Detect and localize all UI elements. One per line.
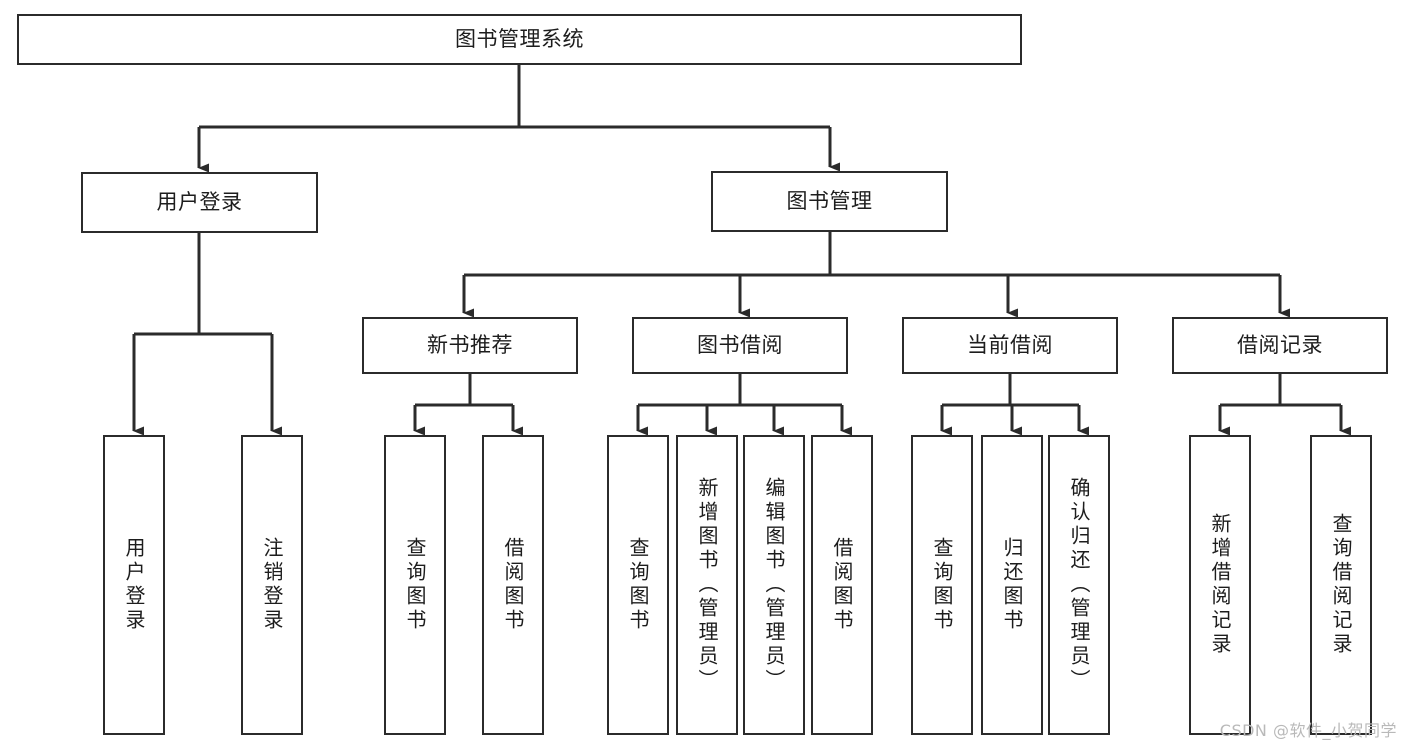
- node-leaf-query-book-2-label: 查询图书: [626, 537, 650, 633]
- node-borrow-record-label: 借阅记录: [1237, 333, 1323, 358]
- node-leaf-query-book-3-label: 查询图书: [930, 537, 954, 633]
- node-leaf-logout[interactable]: 注销登录: [241, 435, 303, 735]
- node-root[interactable]: 图书管理系统: [17, 14, 1022, 65]
- node-leaf-add-record[interactable]: 新增借阅记录: [1189, 435, 1251, 735]
- csdn-watermark: CSDN @软件_小贺同学: [1219, 721, 1397, 740]
- node-user-login-label: 用户登录: [156, 190, 243, 215]
- node-book-manage-label: 图书管理: [786, 189, 873, 214]
- node-root-label: 图书管理系统: [455, 27, 584, 52]
- node-leaf-edit-book-label: 编辑图书（管理员）: [762, 477, 786, 693]
- node-leaf-add-book[interactable]: 新增图书（管理员）: [676, 435, 738, 735]
- node-leaf-query-book-3[interactable]: 查询图书: [911, 435, 973, 735]
- node-leaf-borrow-book-2[interactable]: 借阅图书: [811, 435, 873, 735]
- node-leaf-add-book-label: 新增图书（管理员）: [695, 477, 719, 693]
- node-leaf-add-record-label: 新增借阅记录: [1208, 513, 1232, 657]
- node-book-borrow-label: 图书借阅: [697, 333, 783, 358]
- node-leaf-query-book-2[interactable]: 查询图书: [607, 435, 669, 735]
- node-leaf-query-record[interactable]: 查询借阅记录: [1310, 435, 1372, 735]
- node-new-book-rec[interactable]: 新书推荐: [362, 317, 578, 374]
- node-new-book-rec-label: 新书推荐: [427, 333, 513, 358]
- node-leaf-return-book-label: 归还图书: [1000, 537, 1024, 633]
- node-leaf-edit-book[interactable]: 编辑图书（管理员）: [743, 435, 805, 735]
- node-book-borrow[interactable]: 图书借阅: [632, 317, 848, 374]
- node-leaf-borrow-book-1[interactable]: 借阅图书: [482, 435, 544, 735]
- node-leaf-borrow-book-1-label: 借阅图书: [501, 537, 525, 633]
- node-leaf-user-login[interactable]: 用户登录: [103, 435, 165, 735]
- node-current-borrow-label: 当前借阅: [967, 333, 1053, 358]
- node-current-borrow[interactable]: 当前借阅: [902, 317, 1118, 374]
- node-leaf-logout-label: 注销登录: [260, 537, 284, 633]
- node-user-login[interactable]: 用户登录: [81, 172, 318, 233]
- node-leaf-confirm-return[interactable]: 确认归还（管理员）: [1048, 435, 1110, 735]
- node-book-manage[interactable]: 图书管理: [711, 171, 948, 232]
- node-leaf-query-record-label: 查询借阅记录: [1329, 513, 1353, 657]
- node-leaf-query-book-1[interactable]: 查询图书: [384, 435, 446, 735]
- node-borrow-record[interactable]: 借阅记录: [1172, 317, 1388, 374]
- node-leaf-return-book[interactable]: 归还图书: [981, 435, 1043, 735]
- node-leaf-query-book-1-label: 查询图书: [403, 537, 427, 633]
- node-leaf-borrow-book-2-label: 借阅图书: [830, 537, 854, 633]
- node-leaf-user-login-label: 用户登录: [122, 537, 146, 633]
- node-leaf-confirm-return-label: 确认归还（管理员）: [1067, 477, 1091, 693]
